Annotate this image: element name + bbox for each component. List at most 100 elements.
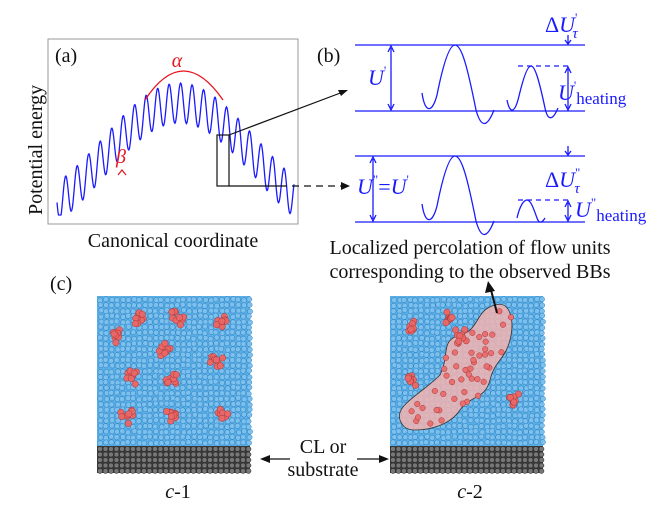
substrate-atom [478, 446, 484, 452]
matrix-atom [390, 412, 397, 419]
matrix-atom [452, 307, 458, 314]
substrate-atom [494, 446, 501, 452]
matrix-atom [119, 396, 125, 402]
matrix-atom [417, 296, 424, 303]
matrix-atom [518, 423, 524, 430]
matrix-atom [114, 352, 121, 358]
matrix-atom [218, 423, 225, 430]
matrix-atom [174, 434, 181, 441]
matrix-atom [472, 440, 479, 447]
matrix-atom [130, 434, 136, 441]
matrix-atom [136, 412, 142, 419]
matrix-atom [440, 440, 446, 446]
matrix-atom [158, 412, 164, 418]
flow-unit-atom [168, 308, 176, 316]
matrix-atom [429, 323, 436, 330]
matrix-atom [490, 379, 496, 386]
matrix-atom [179, 301, 186, 308]
matrix-atom [527, 401, 534, 407]
matrix-atom [395, 352, 402, 359]
substrate-atom [168, 462, 175, 469]
flow-unit-atom [427, 420, 434, 427]
matrix-atom [495, 411, 502, 418]
matrix-atom [174, 363, 181, 369]
matrix-atom [390, 390, 396, 396]
matrix-atom [175, 341, 181, 348]
matrix-atom [247, 319, 253, 326]
matrix-atom [406, 352, 413, 358]
matrix-atom [147, 324, 154, 331]
matrix-atom [147, 351, 154, 357]
matrix-atom [197, 434, 203, 440]
substrate-atom [390, 446, 396, 452]
substrate-atom [152, 451, 158, 458]
matrix-atom [218, 385, 225, 392]
matrix-atom [191, 329, 198, 336]
matrix-atom [506, 368, 513, 375]
flow-unit-atom [125, 410, 133, 418]
substrate-atom [229, 451, 235, 458]
matrix-atom [103, 384, 110, 391]
substrate-atom [494, 468, 501, 474]
matrix-atom [207, 385, 214, 391]
matrix-atom [102, 379, 109, 385]
u-heating-dprime: U"heating [575, 195, 647, 225]
matrix-atom [113, 373, 120, 380]
matrix-atom [534, 296, 540, 302]
matrix-atom [229, 396, 236, 402]
flow-unit-atom [431, 387, 438, 395]
matrix-atom [98, 329, 105, 336]
matrix-atom [115, 401, 121, 408]
matrix-atom [246, 302, 253, 308]
matrix-atom [495, 379, 501, 386]
matrix-atom [234, 373, 241, 380]
substrate-atom [505, 451, 512, 458]
matrix-atom [125, 356, 131, 363]
cl-arrowhead-right [379, 455, 389, 463]
matrix-atom [533, 363, 540, 369]
matrix-atom [528, 297, 534, 303]
matrix-atom [246, 439, 252, 446]
substrate-atom [423, 446, 429, 452]
matrix-atom [114, 346, 121, 353]
matrix-atom [119, 423, 126, 430]
substrate-atom [196, 451, 202, 458]
matrix-atom [495, 423, 502, 430]
matrix-atom [169, 428, 176, 435]
flow-unit-atom [164, 378, 172, 386]
substrate-atom [478, 457, 484, 463]
matrix-atom [229, 329, 236, 335]
matrix-atom [517, 435, 523, 441]
substrate-atom [511, 457, 517, 463]
matrix-atom [179, 335, 186, 342]
substrate-atom [135, 468, 142, 474]
matrix-atom [169, 434, 175, 440]
matrix-atom [401, 297, 407, 303]
matrix-atom [512, 418, 518, 425]
matrix-atom [457, 428, 464, 434]
matrix-atom [417, 340, 424, 346]
matrix-atom [407, 296, 413, 303]
matrix-atom [214, 440, 220, 447]
matrix-atom [136, 406, 143, 413]
substrate-atom [417, 457, 424, 463]
substrate-atom [401, 457, 407, 463]
matrix-atom [540, 318, 546, 325]
matrix-atom [230, 323, 236, 330]
substrate-atom [108, 468, 114, 474]
matrix-atom [418, 346, 425, 352]
potential-energy-curve [56, 82, 295, 216]
matrix-atom [522, 395, 529, 402]
matrix-atom [538, 330, 545, 336]
matrix-atom [152, 400, 159, 407]
matrix-atom [446, 329, 452, 336]
substrate-atom [141, 451, 147, 458]
substrate-atom [190, 462, 197, 469]
flow-unit-atom [483, 363, 490, 370]
substrate-atom [119, 446, 125, 452]
matrix-atom [147, 313, 154, 319]
matrix-atom [142, 429, 148, 435]
matrix-atom [163, 318, 170, 325]
matrix-atom [246, 374, 253, 381]
